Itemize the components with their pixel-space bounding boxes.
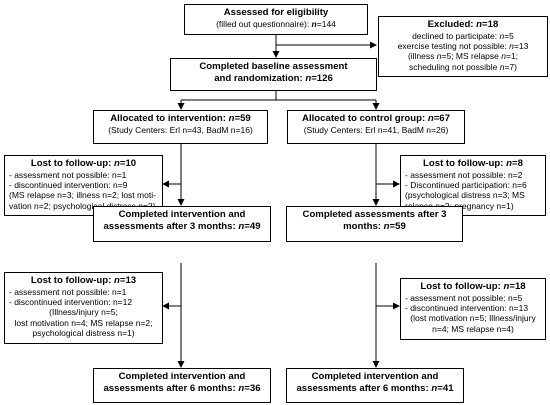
completed-3m-intervention-box: Completed intervention and assessments a… [93,206,271,242]
lost-item: psychological distress n=1) [32,328,135,339]
completed-6m-intervention-box: Completed intervention and assessments a… [93,368,271,403]
lost-item: relapse n=2; pregnancy n=1) [405,200,514,211]
intervention-study-centers: (Study Centers: Erl n=43, BadM n=16) [108,124,253,135]
excluded-box: Excluded: n=18 declined to participate: … [378,16,548,77]
intervention-title: Allocated to intervention: [110,113,229,124]
baseline-box: Completed baseline assessment and random… [170,58,377,91]
completed-3m-control-box: Completed assessments after 3 months: n=… [286,206,463,242]
lost-item: (psychological distress n=3; MS [405,190,525,201]
lost-item: vation n=2; psychological distress n=2) [9,200,156,211]
intervention-allocation-box: Allocated to intervention: n=59 (Study C… [93,110,268,144]
baseline-line1: Completed baseline assessment [199,61,348,72]
lost-item: - assessment not possible: n=1 [9,169,127,180]
lost-item: - discontinued intervention: n=12 [9,297,133,307]
lost-item: - assessment not possible: n=5 [405,292,523,303]
excluded-item: exercise testing not possible: n=13 [397,41,529,51]
lost-item: - discontinued intervention: n=13 [405,303,529,313]
lost-item: (lost motivation n=5; Illness/injury [410,313,536,324]
control-study-centers: (Study Centers: Erl n=41, BadM n=26) [303,124,449,135]
excluded-item: (illness n=5; MS relapse n=1; [407,51,519,62]
lost-item: n=4; MS relapse n=4) [432,323,514,334]
lost-item: - assessment not possible: n=1 [9,286,127,297]
lost-followup-6m-intervention-box: Lost to follow-up: n=13 - assessment not… [4,272,163,344]
eligibility-box: Assessed for eligibility (filled out que… [184,4,368,35]
excluded-item: declined to participate: n=5 [412,30,514,41]
lost-item: lost motivation n=4; MS relapse n=2; [14,317,153,328]
eligibility-sub: (filled out questionnaire): [216,18,312,29]
lost-item: (Illness/injury n=5; [49,307,118,318]
lost-followup-6m-control-box: Lost to follow-up: n=18 - assessment not… [400,278,546,340]
control-allocation-box: Allocated to control group: n=67 (Study … [287,110,465,144]
lost-item: - assessment not possible: n=2 [405,169,523,180]
eligibility-title: Assessed for eligibility [223,7,329,18]
lost-followup-3m-intervention-box: Lost to follow-up: n=10 - assessment not… [4,155,163,216]
completed-6m-control-box: Completed intervention and assessments a… [286,368,464,403]
excluded-label: Excluded: [427,19,477,30]
lost-followup-3m-control-box: Lost to follow-up: n=8 - assessment not … [400,155,546,216]
lost-item: - Discontinued participation: n=6 [405,180,527,190]
control-title: Allocated to control group: [302,113,428,124]
lost-item: - discontinued intervention: n=9 [9,180,128,190]
excluded-item: scheduling not possible n=7) [409,61,517,72]
lost-item: (MS relapse n=3; illness n=2; lost moti- [9,190,156,201]
